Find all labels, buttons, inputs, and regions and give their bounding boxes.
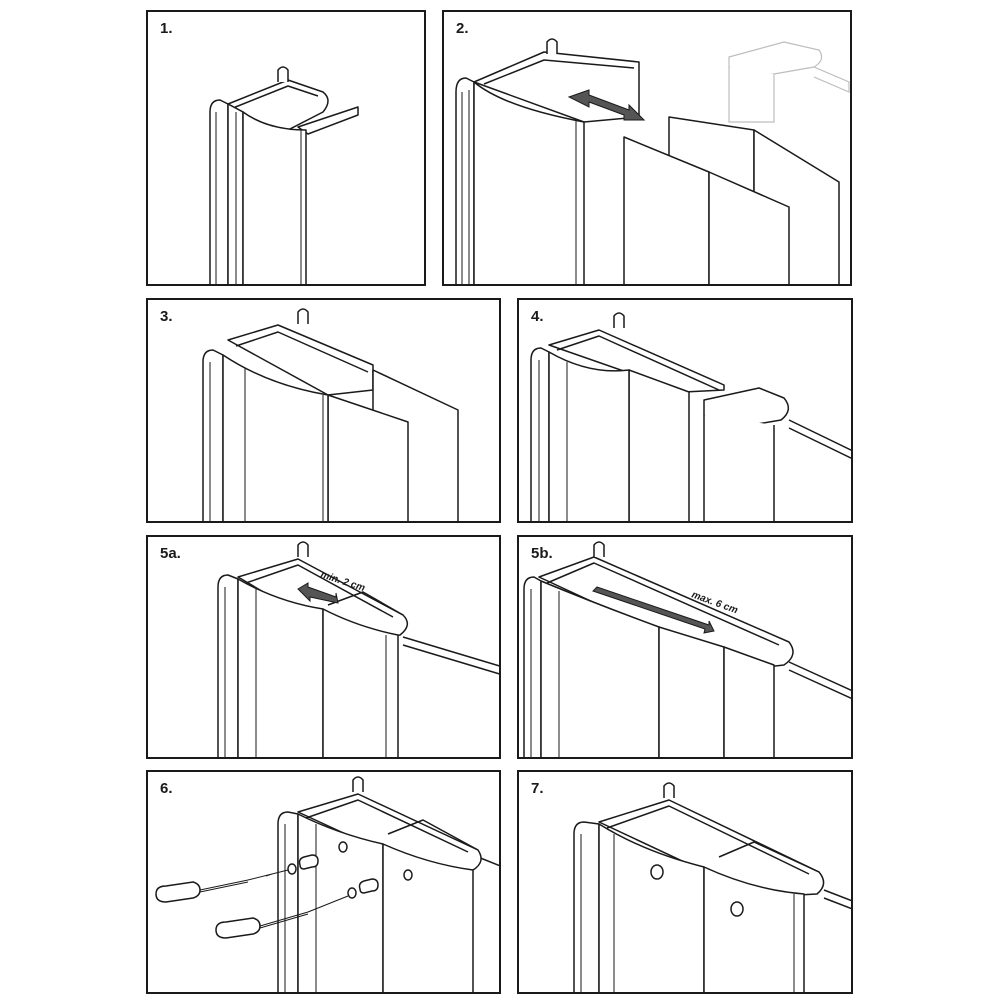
step-5a-panel: 5a. min. 2 cm [146, 535, 501, 759]
step-1-panel: 1. [146, 10, 426, 286]
step-2-illustration [455, 38, 850, 284]
step-4-illustration [530, 312, 851, 521]
step-6-panel: 6. [146, 770, 501, 994]
step-1-label: 1. [160, 20, 173, 37]
step-7-panel: 7. [517, 770, 853, 994]
step-2-panel: 2. [442, 10, 852, 286]
step-5b-label: 5b. [531, 545, 553, 562]
step-6-label: 6. [160, 780, 173, 797]
screw-hole [730, 901, 744, 917]
step-3-panel: 3. [146, 298, 501, 523]
screwdriver-icon [215, 911, 309, 939]
step-2-label: 2. [456, 20, 469, 37]
screw-hole [650, 864, 664, 880]
max-distance-arrow [592, 586, 715, 634]
step-4-label: 4. [531, 308, 544, 325]
step-5b-illustration: max. 6 cm [523, 541, 851, 757]
step-7-illustration [573, 782, 851, 992]
step-5a-label: 5a. [160, 545, 181, 562]
min-distance-arrow [297, 582, 339, 604]
direction-arrow [567, 89, 646, 121]
step-6-illustration [155, 776, 499, 992]
step-3-label: 3. [160, 308, 173, 325]
step-3-illustration [202, 308, 459, 521]
step-5a-illustration: min. 2 cm [217, 541, 499, 757]
step-7-label: 7. [531, 780, 544, 797]
step-5b-panel: 5b. max. 6 cm [517, 535, 853, 759]
wall-plug-icon [247, 854, 319, 881]
step-1-illustration [209, 66, 359, 284]
step-4-panel: 4. [517, 298, 853, 523]
screwdriver-icon [155, 879, 249, 903]
wall-plug-icon [307, 878, 379, 913]
